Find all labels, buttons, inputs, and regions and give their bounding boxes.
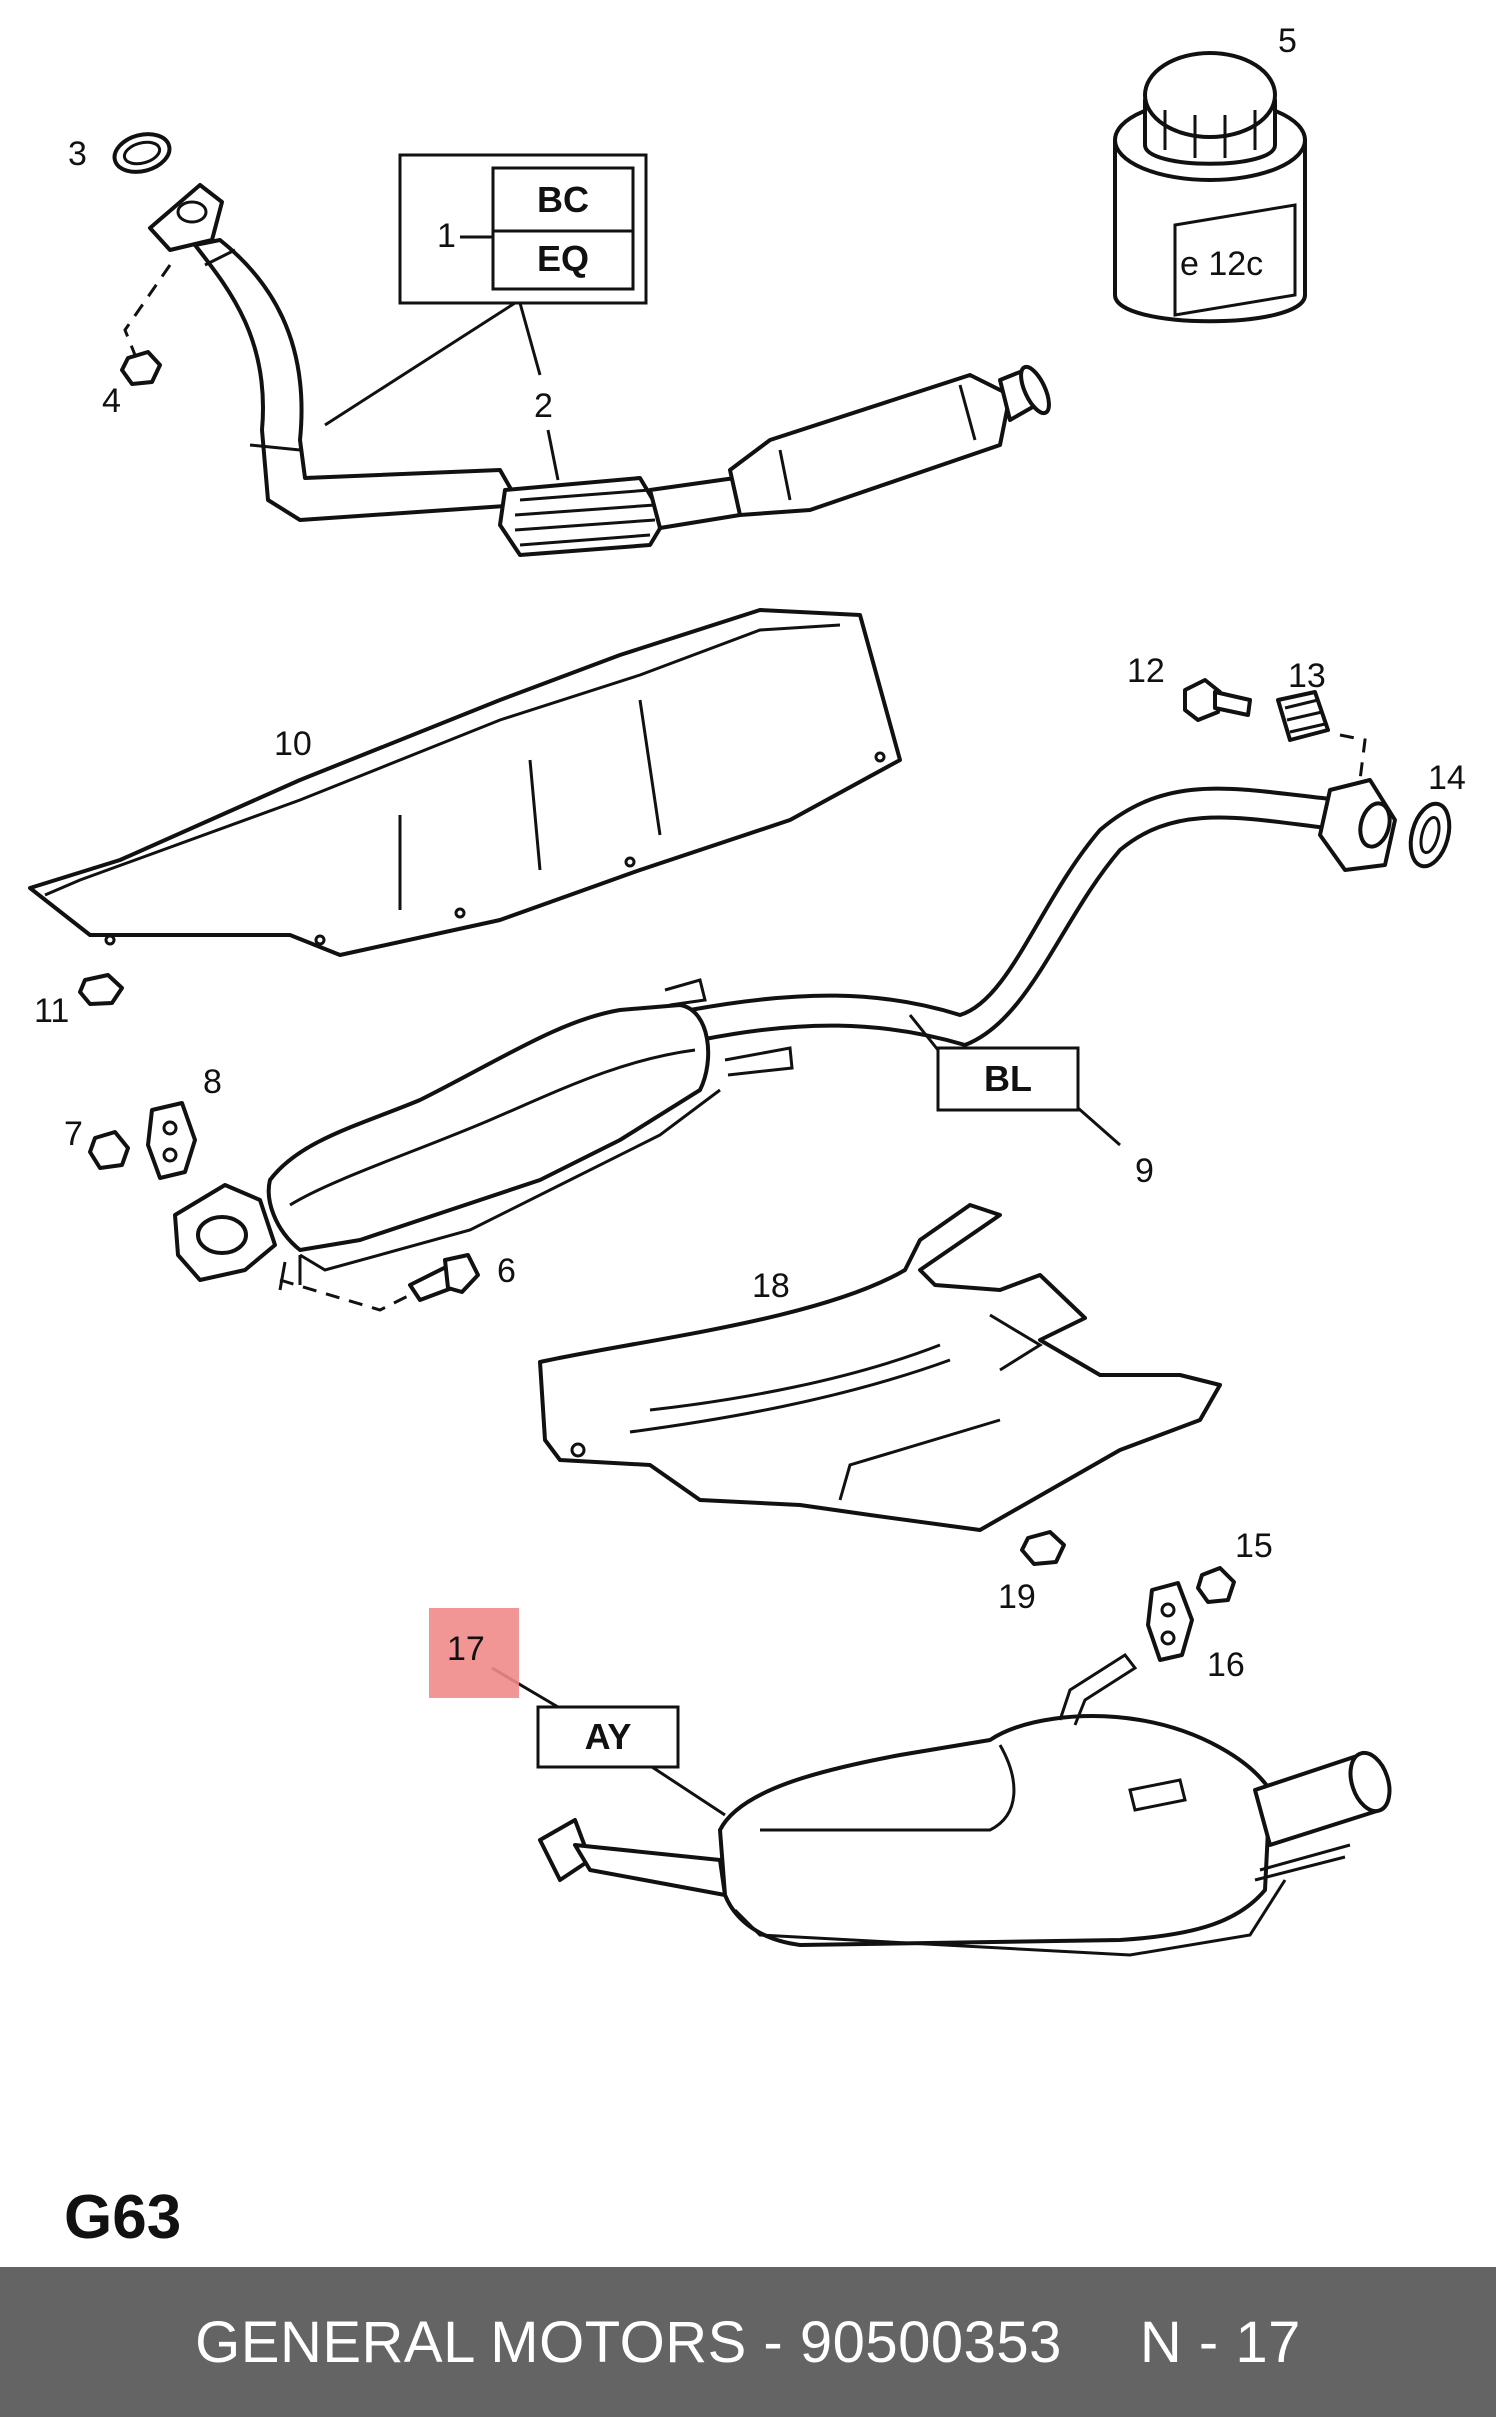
gasket-ring[interactable]: [110, 128, 173, 177]
code-bl: BL: [984, 1058, 1032, 1099]
callout-2: 2: [534, 387, 553, 425]
rear-muffler[interactable]: [538, 1652, 1396, 1957]
callout-9: 9: [1135, 1152, 1154, 1190]
can-label-text: e 12c: [1180, 245, 1263, 283]
code-ay: AY: [585, 1716, 632, 1757]
footer-bar: GENERAL MOTORS - 90500353 N - 17: [0, 2267, 1496, 2417]
sealant-can[interactable]: e 12c: [1113, 51, 1307, 324]
callout-10: 10: [274, 725, 312, 763]
callout-11: 11: [34, 992, 69, 1030]
code-box-ay: AY: [491, 1666, 726, 1817]
front-pipe-catalytic-converter[interactable]: [148, 183, 1055, 557]
nut-heat-shield[interactable]: [78, 973, 124, 1006]
rubber-rear-hanger[interactable]: [1146, 1581, 1194, 1662]
callout-17: 17: [447, 1630, 485, 1668]
code-box-group-1: BC EQ: [324, 153, 648, 481]
gasket-flange-rear[interactable]: [1404, 799, 1455, 870]
code-bc: BC: [537, 179, 589, 220]
rubber-hanger[interactable]: [146, 1101, 197, 1180]
nut-hanger[interactable]: [88, 1130, 130, 1170]
callout-1: 1: [437, 217, 456, 255]
footer-position: N - 17: [1139, 2309, 1301, 2375]
callout-18: 18: [752, 1267, 790, 1305]
callout-labels: 1 2 3 4 5 6 7 8 9 10 11 12 13 14 15 16 1…: [34, 22, 1466, 1684]
callout-16: 16: [1207, 1646, 1245, 1684]
callout-5: 5: [1278, 22, 1297, 60]
footer-brand-part: GENERAL MOTORS - 90500353: [195, 2309, 1062, 2375]
callout-17-highlight: [429, 1608, 519, 1698]
callout-19: 19: [998, 1578, 1036, 1616]
callout-7: 7: [64, 1115, 83, 1153]
callout-14: 14: [1428, 759, 1466, 797]
nut-rear-shield[interactable]: [1020, 1530, 1066, 1566]
bolt-spring-set[interactable]: [1183, 678, 1330, 742]
heat-shield-rear[interactable]: [538, 1203, 1222, 1532]
bolt-flange[interactable]: [408, 1253, 480, 1302]
nut-rear-hanger[interactable]: [1196, 1566, 1236, 1604]
code-box-bl: BL: [908, 1014, 1121, 1147]
nut-small[interactable]: [120, 350, 162, 386]
code-eq: EQ: [537, 238, 589, 279]
callout-12: 12: [1127, 652, 1165, 690]
page-code: G63: [64, 2183, 181, 2252]
center-pipe-muffler[interactable]: [173, 778, 1397, 1291]
callout-6: 6: [497, 1252, 516, 1290]
callout-4: 4: [102, 382, 121, 420]
callout-15: 15: [1235, 1527, 1273, 1565]
callout-13: 13: [1288, 657, 1326, 695]
callout-3: 3: [68, 135, 87, 173]
callout-8: 8: [203, 1063, 222, 1101]
heat-shield-front[interactable]: [28, 608, 902, 957]
